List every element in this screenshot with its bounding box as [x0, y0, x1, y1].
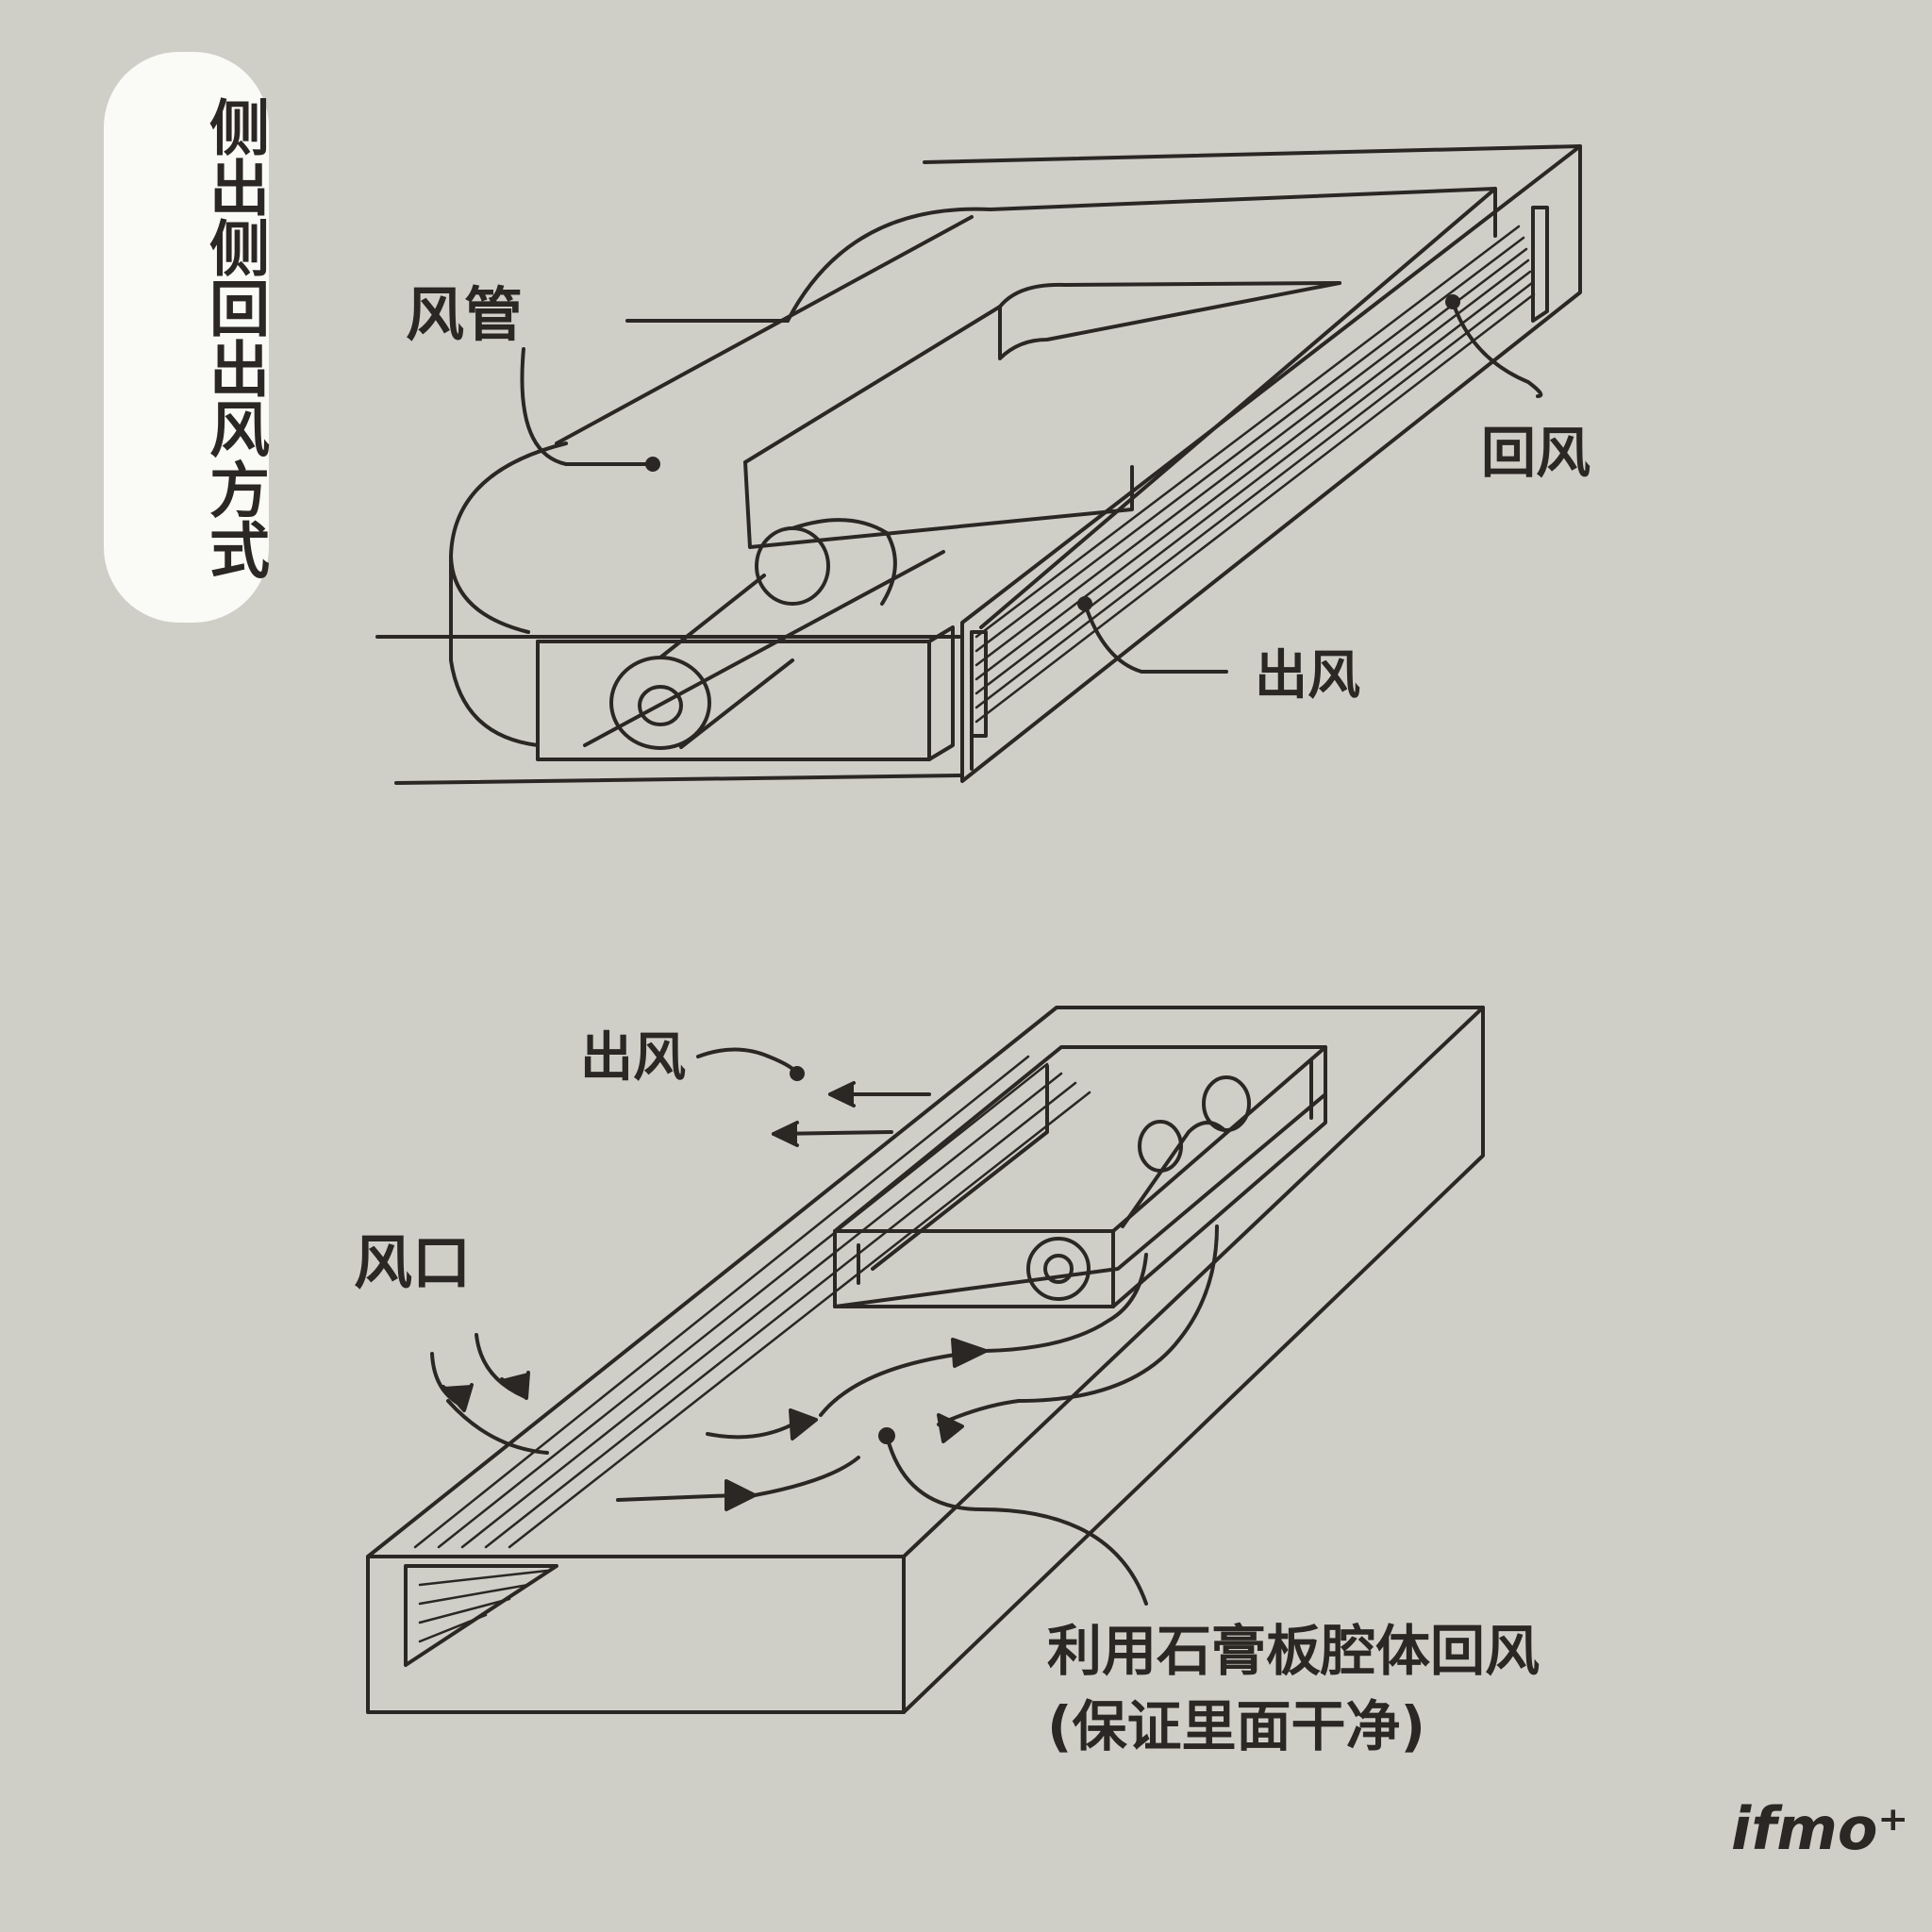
return-grille-frame: [1531, 206, 1549, 323]
return-flow-2c: [984, 1253, 1148, 1353]
front-grille-slats: [418, 1569, 549, 1643]
supply-grille-frame: [970, 630, 988, 738]
label-supply-air-top: 出风: [1255, 645, 1360, 707]
duct-upper-edge: [555, 215, 974, 445]
fan-housing-side: [927, 625, 955, 761]
leader-cavity-dot: [878, 1427, 895, 1444]
leader-supply: [1083, 602, 1228, 674]
leader-supply-dot: [1077, 596, 1092, 611]
return-flow-2b: [819, 1352, 964, 1417]
supply-arrowhead-1: [828, 1081, 856, 1108]
plenum-box-front: [960, 144, 1582, 783]
return-arrowhead-4: [937, 1413, 964, 1443]
fan-wheel-bottom-mid: [1138, 1120, 1183, 1173]
leader-duct: [520, 347, 653, 466]
ceiling-line-top: [923, 144, 1582, 164]
fan-coil-box: [833, 1045, 1327, 1308]
fan-shaft-bottom: [679, 658, 794, 749]
signature: ifmo⁺: [1731, 1794, 1908, 1863]
supply-arrowhead-2: [772, 1121, 799, 1147]
return-flow-1: [616, 1493, 738, 1502]
cavity-slats: [413, 1055, 1091, 1549]
label-duct: 风管: [406, 280, 523, 349]
return-arrowhead-1: [724, 1479, 757, 1511]
return-flow-1b: [753, 1456, 860, 1497]
return-flow-2: [706, 1423, 794, 1440]
fan-coil-inner-left: [871, 1064, 1049, 1271]
cavity-box-ridge: [902, 1006, 1485, 1558]
fan-housing-front: [536, 640, 931, 761]
leader-return: [1451, 300, 1543, 398]
cavity-box-front-edge: [366, 1555, 906, 1714]
label-vent: 风口: [354, 1228, 471, 1297]
fan-wheel-rear: [755, 526, 830, 606]
fan-wheel-bottom-rear: [1202, 1075, 1251, 1132]
label-cavity-line1: 利用石膏板腔体回风: [1047, 1619, 1540, 1683]
fan-shaft-top: [658, 574, 766, 659]
intake-arrowhead-1: [441, 1383, 474, 1412]
duct-left-wall: [449, 555, 540, 747]
fan-hub-bottom-front: [1043, 1254, 1074, 1284]
fan-coil-box-side: [1111, 1092, 1327, 1308]
supply-grille-slats: [974, 225, 1536, 724]
fan-hub-front: [638, 685, 683, 726]
leader-cavity: [885, 1434, 1148, 1606]
top-unit-drawing: [375, 144, 1582, 785]
cavity-box-outline: [366, 1006, 1485, 1714]
leader-duct-dot: [645, 457, 660, 472]
fan-wheel-bottom-front: [1026, 1237, 1091, 1301]
leader-return-dot: [1445, 294, 1460, 309]
leader-supply-bottom: [696, 1047, 799, 1075]
ceiling-line-floor: [394, 774, 964, 785]
fan-coil-box-top: [833, 1045, 1327, 1233]
label-cavity-line2: (保证里面干净): [1047, 1694, 1425, 1758]
intake-flow-1: [446, 1399, 549, 1455]
front-grille-frame: [404, 1564, 558, 1667]
bottom-unit-drawing: [366, 1006, 1485, 1714]
return-arrowhead-3: [951, 1338, 988, 1368]
label-supply-air-bottom: 出风: [580, 1027, 686, 1089]
duct-cutout-bottom: [743, 460, 1134, 549]
label-return-air-top: 回风: [1481, 421, 1591, 485]
return-flow-3b: [1017, 1224, 1219, 1403]
duct-left-curve: [449, 441, 568, 634]
return-arrowhead-2: [789, 1408, 818, 1441]
title-badge: [104, 52, 269, 623]
duct-top-curve: [786, 187, 1497, 323]
intake-arrow-2: [475, 1333, 525, 1398]
leader-supply-bottom-dot: [790, 1066, 805, 1081]
diagram-title: 侧出侧回出风方式: [199, 96, 269, 579]
intake-arrowhead-2: [500, 1371, 530, 1400]
duct-cutout-inner: [998, 281, 1341, 360]
fan-base-rail: [583, 550, 945, 747]
duct-cutout-top: [743, 281, 1341, 464]
